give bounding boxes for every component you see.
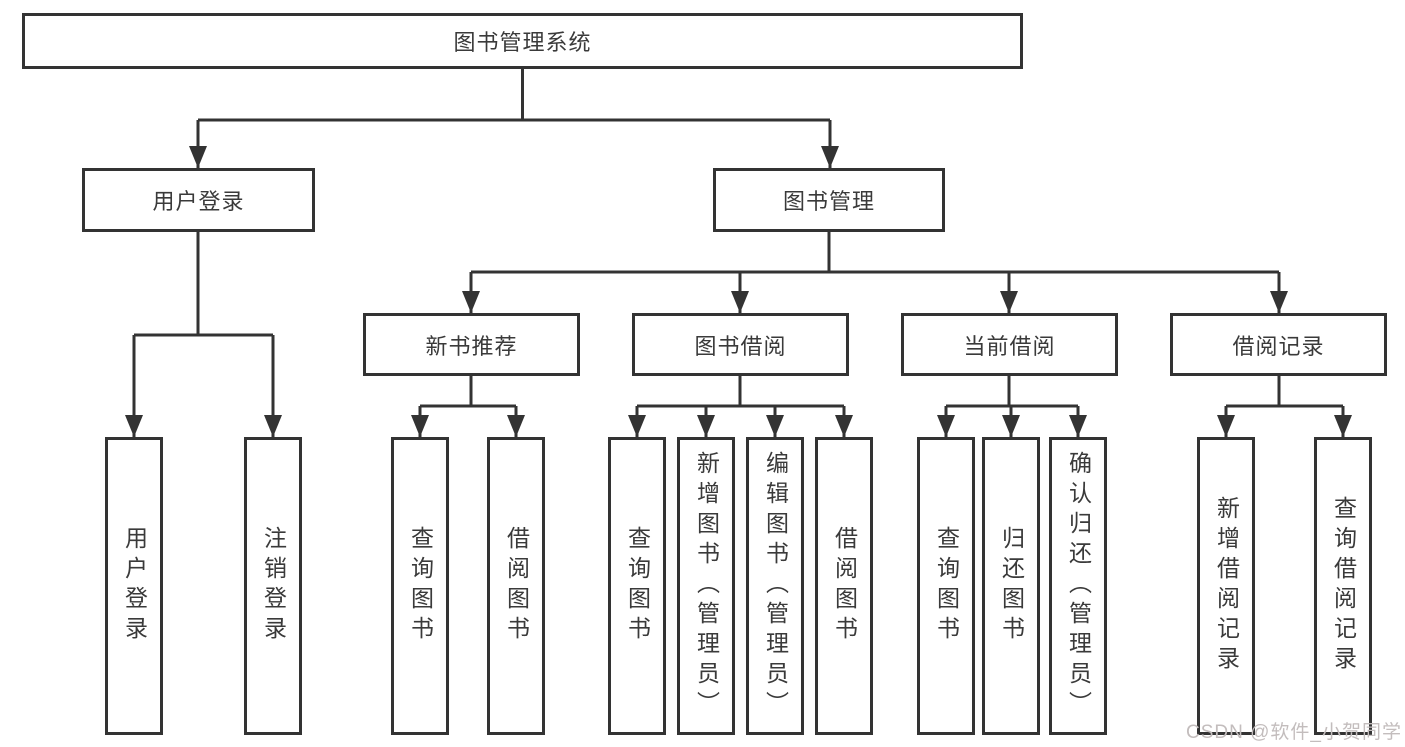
node-label: 注销登录: [260, 526, 287, 646]
leaf-return-books: 归还图书: [982, 437, 1040, 735]
node-label: 确认归还（管理员）: [1065, 451, 1092, 721]
node-label: 查询图书: [407, 526, 434, 646]
leaf-add-books-admin: 新增图书（管理员）: [677, 437, 735, 735]
node-book-borrowing: 图书借阅: [632, 313, 849, 376]
leaf-add-borrow-record: 新增借阅记录: [1197, 437, 1255, 735]
node-label: 借阅图书: [503, 526, 530, 646]
node-label: 归还图书: [998, 526, 1025, 646]
node-label: 当前借阅: [963, 333, 1056, 359]
node-label: 新书推荐: [425, 333, 518, 359]
node-label: 图书借阅: [694, 333, 787, 359]
node-label: 图书管理系统: [453, 30, 592, 55]
leaf-query-borrow-record: 查询借阅记录: [1314, 437, 1372, 735]
leaf-query-books-recommend: 查询图书: [391, 437, 449, 735]
node-label: 借阅记录: [1232, 333, 1325, 359]
node-label: 查询图书: [933, 526, 960, 646]
csdn-watermark: CSDN @软件_小贺同学: [1186, 722, 1402, 743]
node-new-book-recommend: 新书推荐: [363, 313, 580, 376]
node-label: 新增图书（管理员）: [693, 451, 720, 721]
node-label: 新增借阅记录: [1213, 496, 1240, 676]
leaf-borrow-books: 借阅图书: [815, 437, 873, 735]
node-label: 图书管理: [782, 189, 875, 214]
node-borrowing-records: 借阅记录: [1170, 313, 1387, 376]
leaf-query-books-current: 查询图书: [917, 437, 975, 735]
node-user-login: 用户登录: [82, 168, 315, 232]
leaf-borrow-books-recommend: 借阅图书: [487, 437, 545, 735]
node-current-borrowing: 当前借阅: [901, 313, 1118, 376]
node-label: 用户登录: [121, 526, 148, 646]
leaf-logout: 注销登录: [244, 437, 302, 735]
leaf-user-login: 用户登录: [105, 437, 163, 735]
node-label: 用户登录: [152, 189, 245, 214]
node-label: 查询图书: [624, 526, 651, 646]
node-label: 编辑图书（管理员）: [762, 451, 789, 721]
node-library-management-system: 图书管理系统: [22, 13, 1023, 69]
node-book-management: 图书管理: [713, 168, 945, 232]
leaf-edit-books-admin: 编辑图书（管理员）: [746, 437, 804, 735]
leaf-confirm-return-admin: 确认归还（管理员）: [1049, 437, 1107, 735]
node-label: 查询借阅记录: [1330, 496, 1357, 676]
node-label: 借阅图书: [831, 526, 858, 646]
leaf-query-books-borrowing: 查询图书: [608, 437, 666, 735]
